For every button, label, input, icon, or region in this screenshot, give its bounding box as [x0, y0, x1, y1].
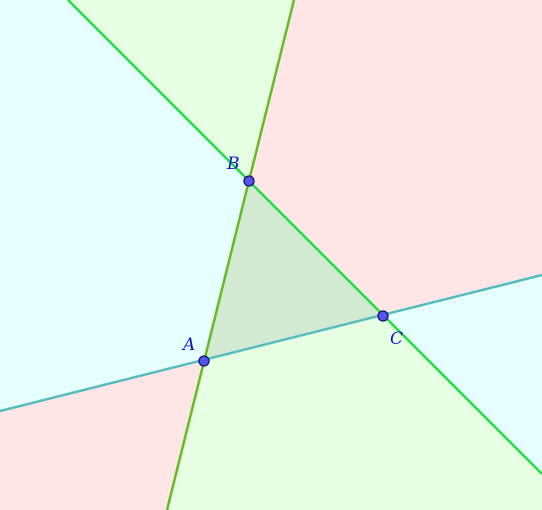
point-a-label: A	[181, 335, 195, 355]
point-c-label: C	[390, 329, 403, 349]
region-right-upper	[249, 0, 542, 316]
line-ab	[165, 0, 296, 510]
region-right-lower	[383, 275, 542, 474]
point-b[interactable]	[243, 175, 255, 187]
triangle-abc	[204, 181, 383, 361]
region-bottom-left	[0, 361, 204, 510]
point-a[interactable]	[198, 355, 210, 367]
point-b-label: B	[226, 154, 240, 174]
point-c[interactable]	[377, 310, 389, 322]
region-bottom	[167, 316, 542, 510]
region-top	[68, 0, 294, 181]
line-bc	[67, 0, 542, 475]
line-ac	[0, 273, 542, 413]
region-top-left	[0, 0, 249, 411]
